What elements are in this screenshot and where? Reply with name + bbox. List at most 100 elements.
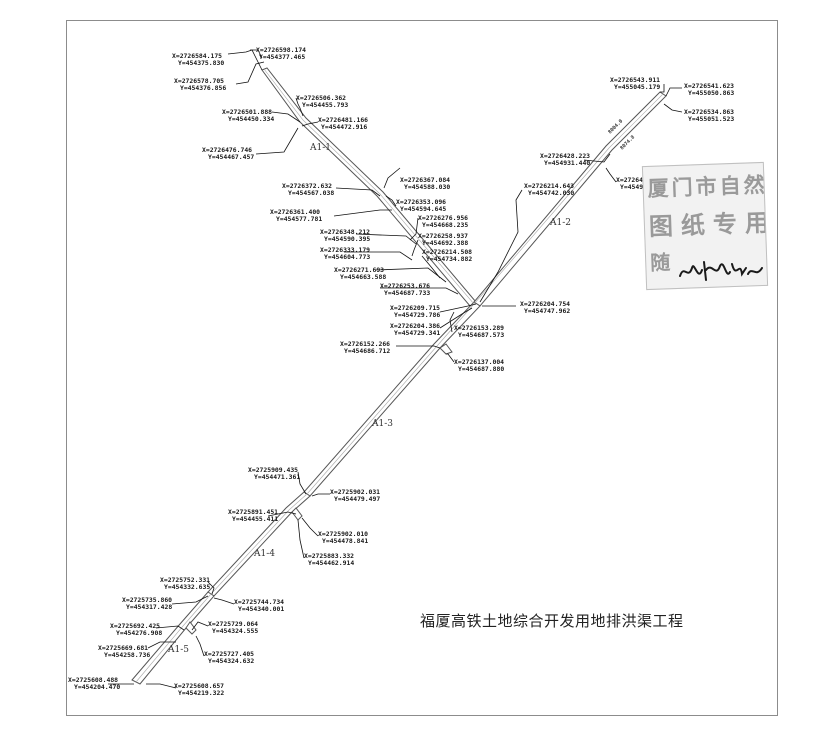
channel-centerline	[135, 68, 664, 683]
coord-x: X=2726153.289	[454, 324, 504, 332]
coord-y: Y=454375.830	[178, 59, 224, 67]
coord-y: Y=455050.863	[688, 89, 734, 97]
stamp-line-1: 厦门市自然资源	[647, 170, 769, 201]
coord-y: Y=454734.882	[426, 255, 472, 263]
coord-y: Y=454479.497	[334, 495, 380, 503]
coord-x: X=2726271.693	[334, 266, 384, 274]
coord-y: Y=454317.428	[126, 603, 172, 611]
coord-y: Y=454472.916	[321, 123, 367, 131]
coord-y: Y=454687.573	[458, 331, 504, 339]
coord-y: Y=454340.001	[238, 605, 284, 613]
coord-y: Y=454471.361	[254, 473, 300, 481]
coord-x: X=2726541.623	[684, 82, 734, 90]
junction-stub	[291, 507, 303, 521]
coord-y: Y=454258.736	[104, 651, 150, 659]
coord-x: X=2725891.451	[228, 508, 278, 516]
coord-y: Y=455051.523	[688, 115, 734, 123]
coord-y: Y=454590.395	[324, 235, 370, 243]
coord-y: Y=454219.322	[178, 689, 224, 697]
junction-stub	[185, 621, 197, 635]
coord-x: X=2725608.657	[174, 682, 224, 690]
stamp-line-3: 随	[649, 250, 674, 275]
coord-y: Y=454478.841	[322, 537, 368, 545]
coord-x: X=2726372.632	[282, 182, 332, 190]
coord-y: Y=454692.388	[422, 239, 468, 247]
coord-x: X=2726543.911	[610, 76, 660, 84]
coord-y: Y=454742.030	[528, 189, 574, 197]
coord-x: X=2725735.860	[122, 596, 172, 604]
coord-y: Y=454729.341	[394, 329, 440, 337]
coord-y: Y=454204.470	[74, 683, 120, 691]
leader-lines	[108, 49, 683, 689]
segment-label-a1-4: A1-4	[253, 549, 275, 559]
coord-x: X=2726137.004	[454, 358, 504, 366]
coord-x: X=2725727.405	[204, 650, 254, 658]
junction-stub	[439, 343, 453, 355]
coord-x: X=2725909.435	[248, 466, 298, 474]
coord-x: X=2726428.223	[540, 152, 590, 160]
coord-y: Y=454276.908	[116, 629, 162, 637]
coord-y: Y=454687.733	[384, 289, 430, 297]
coord-x: X=2725692.425	[110, 622, 160, 630]
coord-x: X=2726501.888	[222, 108, 272, 116]
coord-y: Y=454588.030	[404, 183, 450, 191]
coord-y: Y=454455.411	[232, 515, 278, 523]
stamp-line-2: 图纸专用	[648, 207, 769, 241]
coord-x: X=2726361.400	[270, 208, 320, 216]
coord-x: X=2726367.084	[400, 176, 450, 184]
coord-x: X=2726204.754	[520, 300, 570, 308]
coord-y: Y=454324.632	[208, 657, 254, 665]
coord-y: Y=454450.334	[228, 115, 274, 123]
coord-y: Y=454324.555	[212, 627, 258, 635]
coord-x: X=2726534.863	[684, 108, 734, 116]
coord-x: X=2726253.676	[380, 282, 430, 290]
coord-x: X=2725608.488	[68, 676, 118, 684]
coord-y: Y=454377.465	[259, 53, 305, 61]
coord-x: X=2726481.166	[318, 116, 368, 124]
coord-x: X=2726353.096	[396, 198, 446, 206]
coord-y: Y=454376.856	[180, 84, 226, 92]
segment-label-a1-5: A1-5	[167, 645, 189, 655]
coord-y: Y=454604.773	[324, 253, 370, 261]
coord-y: Y=454663.588	[340, 273, 386, 281]
coord-y: Y=454462.914	[308, 559, 354, 567]
segment-label-a1-2: A1-2	[549, 218, 571, 228]
coord-y: Y=454931.440	[544, 159, 590, 167]
coord-x: X=2726152.266	[340, 340, 390, 348]
coord-x: X=2725669.681	[98, 644, 148, 652]
coord-y: Y=454686.712	[344, 347, 390, 355]
coord-y: Y=455045.179	[614, 83, 660, 91]
coord-x: X=2725902.010	[318, 530, 368, 538]
coord-x: X=2726506.362	[296, 94, 346, 102]
coord-y: Y=454668.235	[422, 221, 468, 229]
coord-x: X=2725729.064	[208, 620, 258, 628]
segment-label-a1-1: A1-1	[309, 143, 331, 153]
coord-x: X=2726258.937	[418, 232, 468, 240]
segment-label-a1-3: A1-3	[371, 419, 393, 429]
coord-y: Y=454455.793	[302, 101, 348, 109]
coord-x: X=2726420.923	[616, 176, 666, 184]
coord-y: Y=454577.781	[276, 215, 322, 223]
coord-y: Y=454467.457	[208, 153, 254, 161]
segment-labels: A1-1 A1-2 A1-3 A1-4 A1-5	[167, 143, 571, 655]
coord-x: X=2725744.734	[234, 598, 284, 606]
coord-x: X=2726204.386	[390, 322, 440, 330]
coord-x: X=2725883.332	[304, 552, 354, 560]
coord-x: X=2726209.715	[390, 304, 440, 312]
coord-x: X=2726214.643	[524, 182, 574, 190]
coord-x: X=2726276.956	[418, 214, 468, 222]
coord-x: X=2726578.705	[174, 77, 224, 85]
handwritten-signature	[679, 261, 763, 281]
channel-segment-a1-2	[473, 91, 667, 307]
coord-y: Y=454747.962	[524, 307, 570, 315]
coord-x: X=2725752.331	[160, 576, 210, 584]
drainage-channel	[131, 67, 667, 685]
coord-x: X=2726214.508	[422, 248, 472, 256]
coord-x: X=2726476.746	[202, 146, 252, 154]
coordinate-labels: X=2726584.175 Y=454375.830 X=2726598.174…	[68, 46, 734, 697]
coord-x: X=2725902.031	[330, 488, 380, 496]
coord-y: Y=454687.880	[458, 365, 504, 373]
coord-x: X=2726333.179	[320, 246, 370, 254]
coord-y: Y=454594.645	[400, 205, 446, 213]
